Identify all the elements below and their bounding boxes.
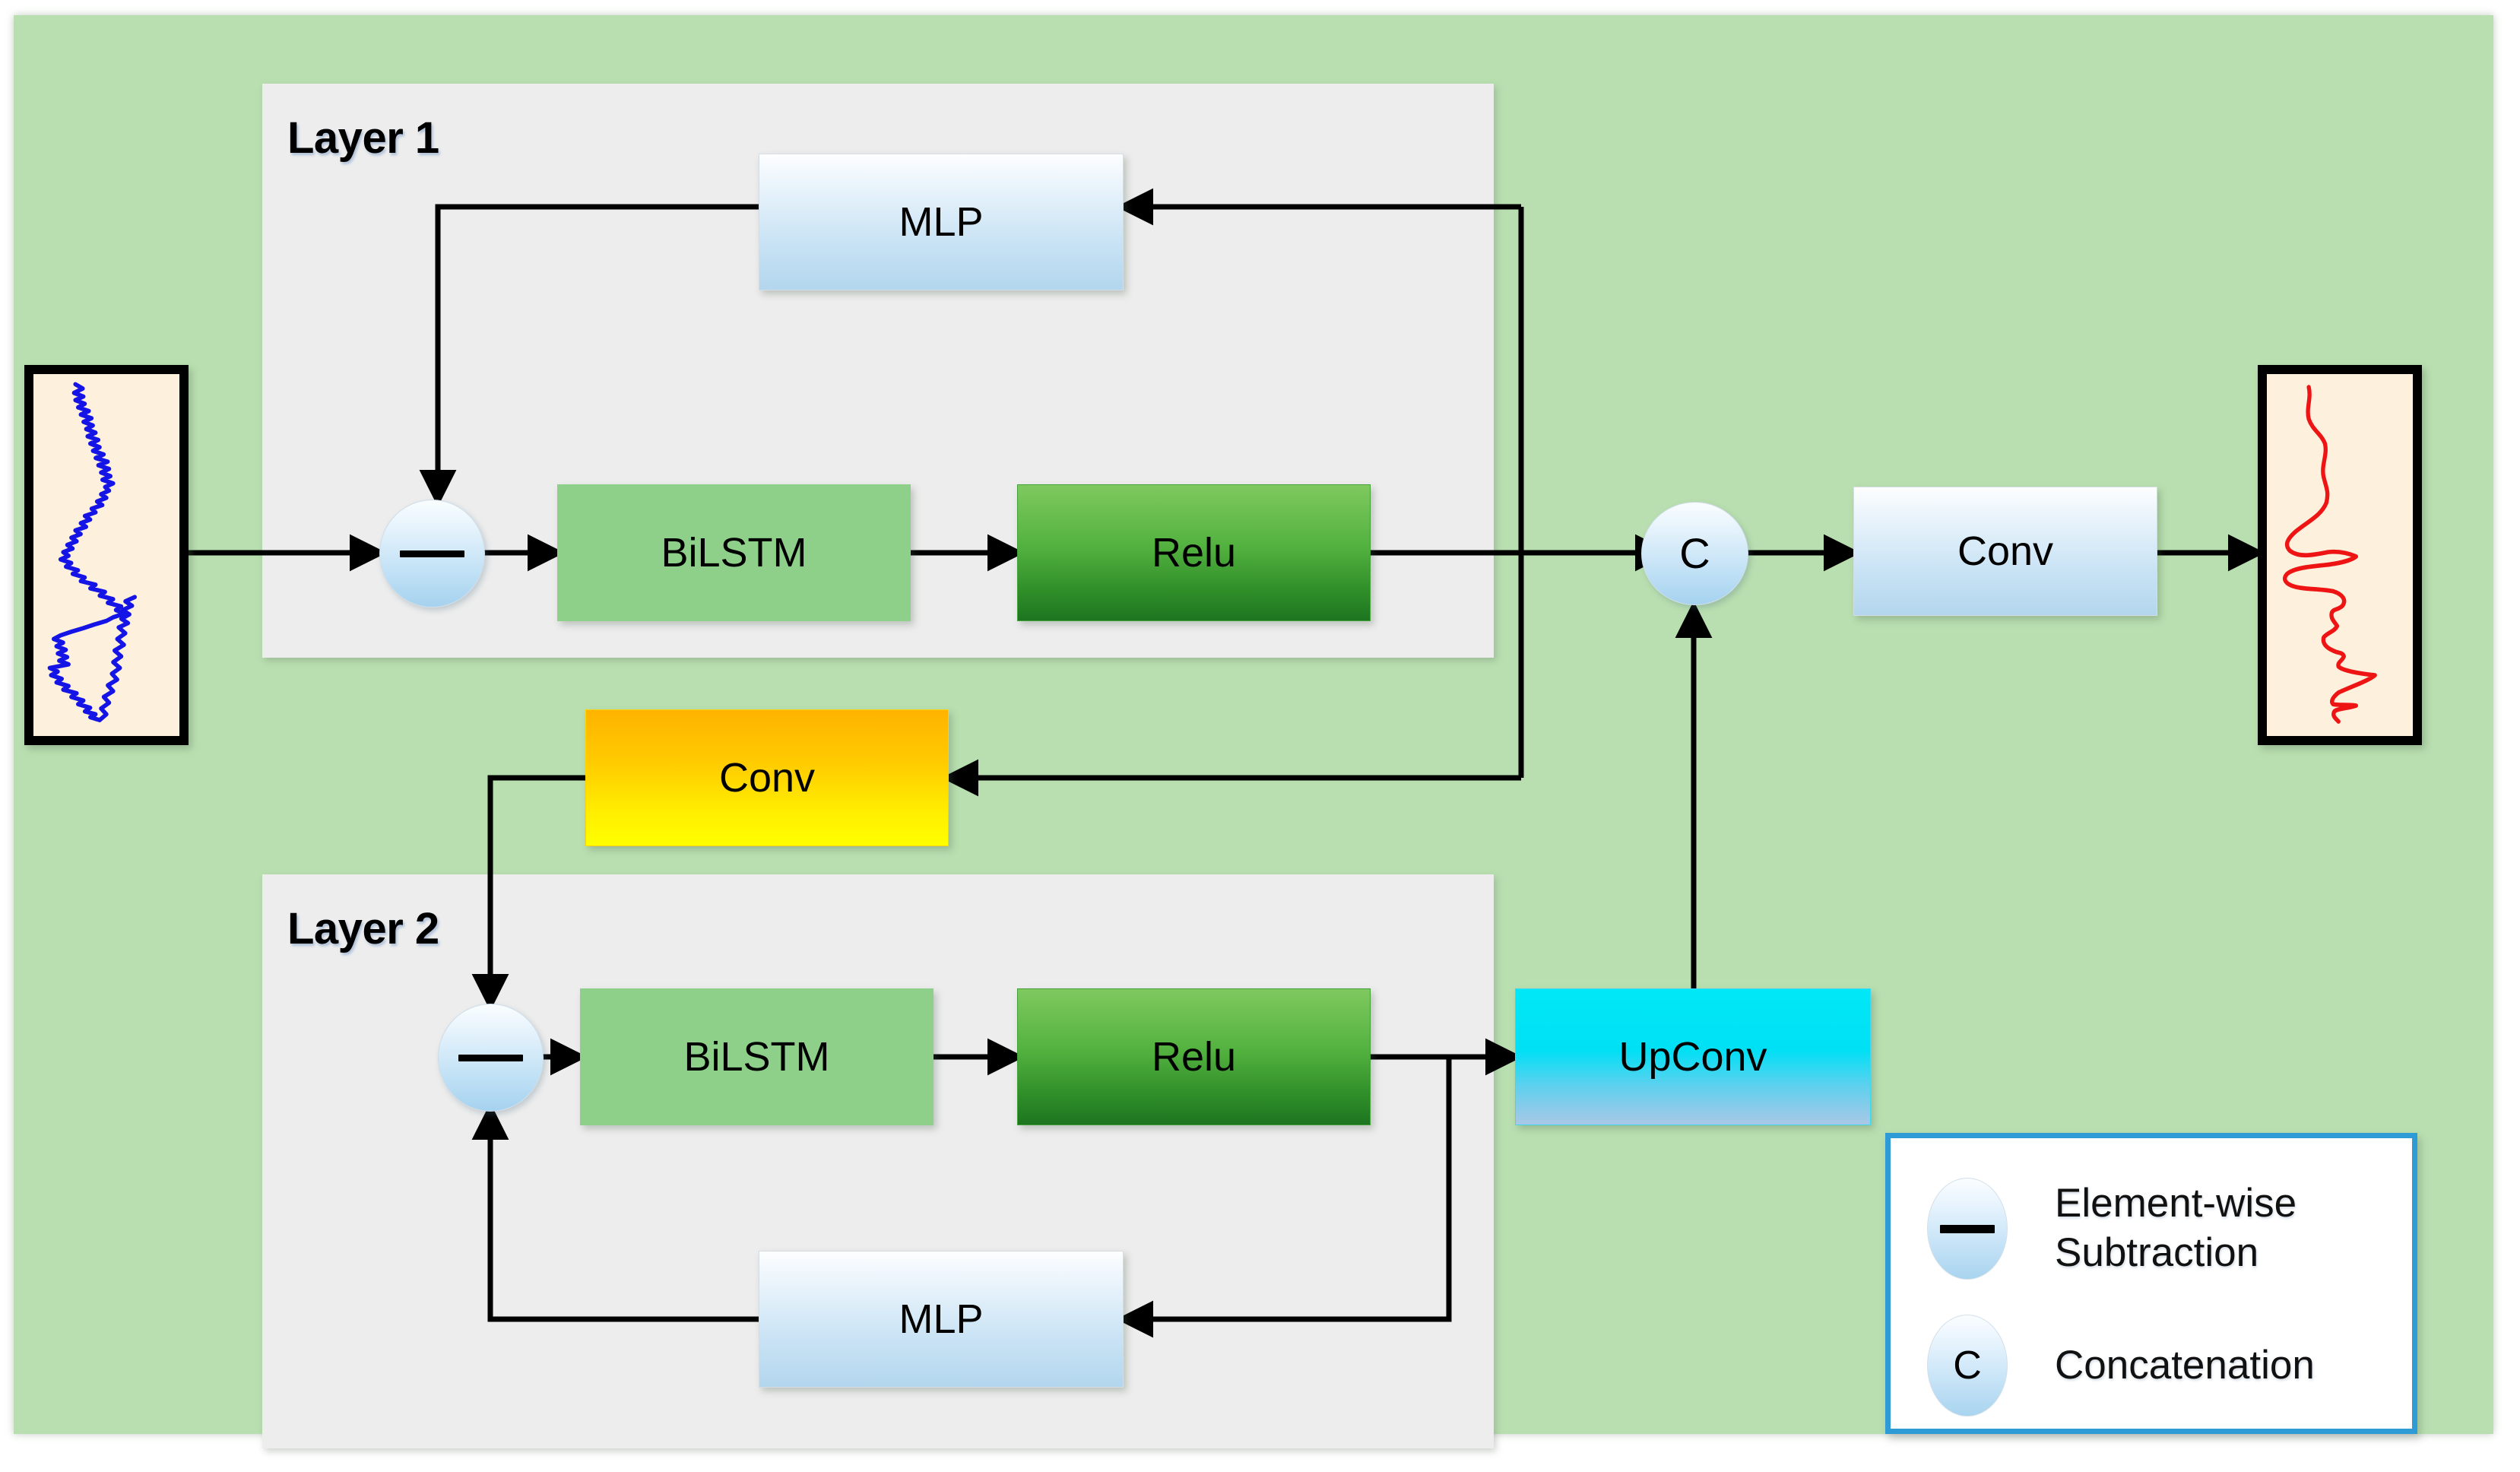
- conv-yellow-box[interactable]: Conv: [585, 709, 949, 846]
- layer1-bilstm-box[interactable]: BiLSTM: [557, 484, 911, 621]
- layer-1-title: Layer 1: [287, 113, 439, 163]
- layer-2-title: Layer 2: [287, 904, 439, 953]
- layer2-bilstm-label: BiLSTM: [683, 1034, 830, 1080]
- legend-item-subtraction: Element-wise Subtraction: [1927, 1178, 2297, 1280]
- concat-icon: C: [1927, 1315, 2008, 1416]
- legend-subtraction-label: Element-wise Subtraction: [2055, 1181, 2297, 1275]
- layer2-bilstm-box[interactable]: BiLSTM: [580, 988, 934, 1125]
- input-well-log-panel: [24, 365, 189, 745]
- upconv-box[interactable]: UpConv: [1515, 988, 1871, 1125]
- layer1-subtract-node[interactable]: [379, 500, 485, 608]
- conv-out-box[interactable]: Conv: [1853, 487, 2157, 616]
- legend-concatenation-label: Concatenation: [2055, 1342, 2315, 1388]
- diagram-canvas: Layer 1 Layer 2: [14, 15, 2493, 1448]
- minus-icon: [458, 1054, 523, 1061]
- layer2-subtract-node[interactable]: [438, 1004, 544, 1112]
- layer2-mlp-box[interactable]: MLP: [759, 1251, 1124, 1388]
- minus-icon: [1927, 1178, 2008, 1280]
- legend-panel: Element-wise Subtraction C Concatenation: [1885, 1133, 2417, 1434]
- layer1-mlp-box[interactable]: MLP: [759, 154, 1124, 290]
- input-log-curve: [47, 382, 137, 722]
- layer2-relu-label: Relu: [1151, 1034, 1237, 1080]
- legend-item-concatenation: C Concatenation: [1927, 1315, 2315, 1416]
- upconv-label: UpConv: [1618, 1034, 1767, 1080]
- concat-node[interactable]: C: [1641, 502, 1748, 605]
- conv-yellow-label: Conv: [718, 755, 816, 801]
- concat-label: C: [1679, 529, 1710, 577]
- layer2-mlp-label: MLP: [899, 1296, 984, 1342]
- layer1-bilstm-label: BiLSTM: [661, 530, 807, 576]
- output-well-log-panel: [2258, 365, 2422, 745]
- layer1-mlp-label: MLP: [899, 199, 984, 245]
- output-log-curve: [2283, 385, 2377, 724]
- conv-out-label: Conv: [1957, 528, 2054, 574]
- minus-icon: [400, 550, 464, 557]
- layer2-relu-box[interactable]: Relu: [1017, 988, 1371, 1125]
- layer1-relu-label: Relu: [1151, 530, 1237, 576]
- layer1-relu-box[interactable]: Relu: [1017, 484, 1371, 621]
